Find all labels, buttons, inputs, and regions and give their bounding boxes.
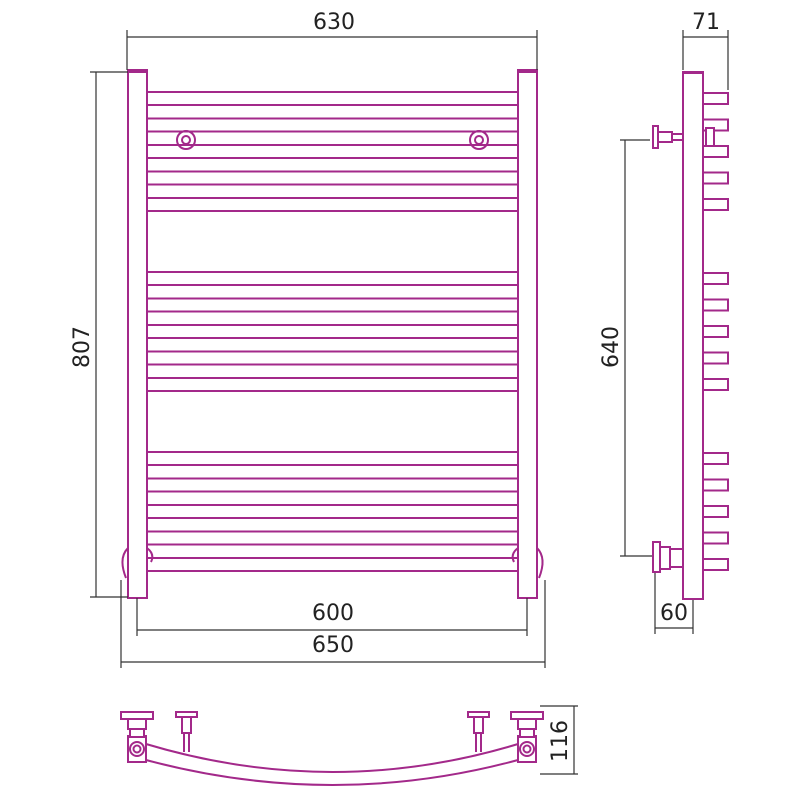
dim-top-width: 630 <box>313 10 355 35</box>
side-rail <box>702 478 729 492</box>
rail <box>146 377 519 392</box>
dim-depth-top: 71 <box>692 10 720 35</box>
rail <box>146 350 519 366</box>
side-rail <box>702 505 729 518</box>
dimension-lines <box>90 30 729 775</box>
side-rail <box>702 351 729 365</box>
side-rail <box>702 531 729 545</box>
rail <box>146 451 519 466</box>
side-rail <box>702 298 729 312</box>
rail <box>146 324 519 339</box>
rail <box>146 297 519 313</box>
bottom-curves <box>121 547 544 579</box>
side-rail <box>702 558 729 571</box>
rail <box>146 117 519 133</box>
horizontal-rails <box>146 91 519 572</box>
side-rail <box>702 378 729 391</box>
side-rail <box>702 92 729 105</box>
rail <box>146 197 519 212</box>
side-mount-top <box>652 125 715 149</box>
side-rail <box>702 325 729 338</box>
left-post <box>127 69 148 599</box>
dim-bottom-depth: 116 <box>548 720 573 762</box>
side-rail <box>702 198 729 211</box>
right-post <box>517 69 538 599</box>
dim-height: 807 <box>70 326 95 368</box>
rail <box>146 504 519 519</box>
rail <box>146 477 519 493</box>
side-post <box>682 71 704 600</box>
rail <box>146 271 519 286</box>
side-rails <box>702 92 729 571</box>
dim-inner-width: 600 <box>312 601 354 626</box>
rail <box>146 144 519 159</box>
dim-total-width: 650 <box>312 633 354 658</box>
side-rail <box>702 145 729 158</box>
rail <box>146 170 519 186</box>
wall-mount-top <box>176 130 489 150</box>
side-mount-bottom <box>652 541 684 573</box>
front-view <box>121 69 544 599</box>
dim-mount-spacing: 640 <box>599 326 624 368</box>
side-rail <box>702 171 729 185</box>
plan-view <box>120 711 544 786</box>
dim-depth-bottom: 60 <box>660 601 688 626</box>
rail <box>146 530 519 546</box>
side-view <box>652 71 729 600</box>
side-rail <box>702 452 729 465</box>
rail <box>146 91 519 106</box>
side-rail <box>702 272 729 285</box>
rail <box>146 557 519 572</box>
